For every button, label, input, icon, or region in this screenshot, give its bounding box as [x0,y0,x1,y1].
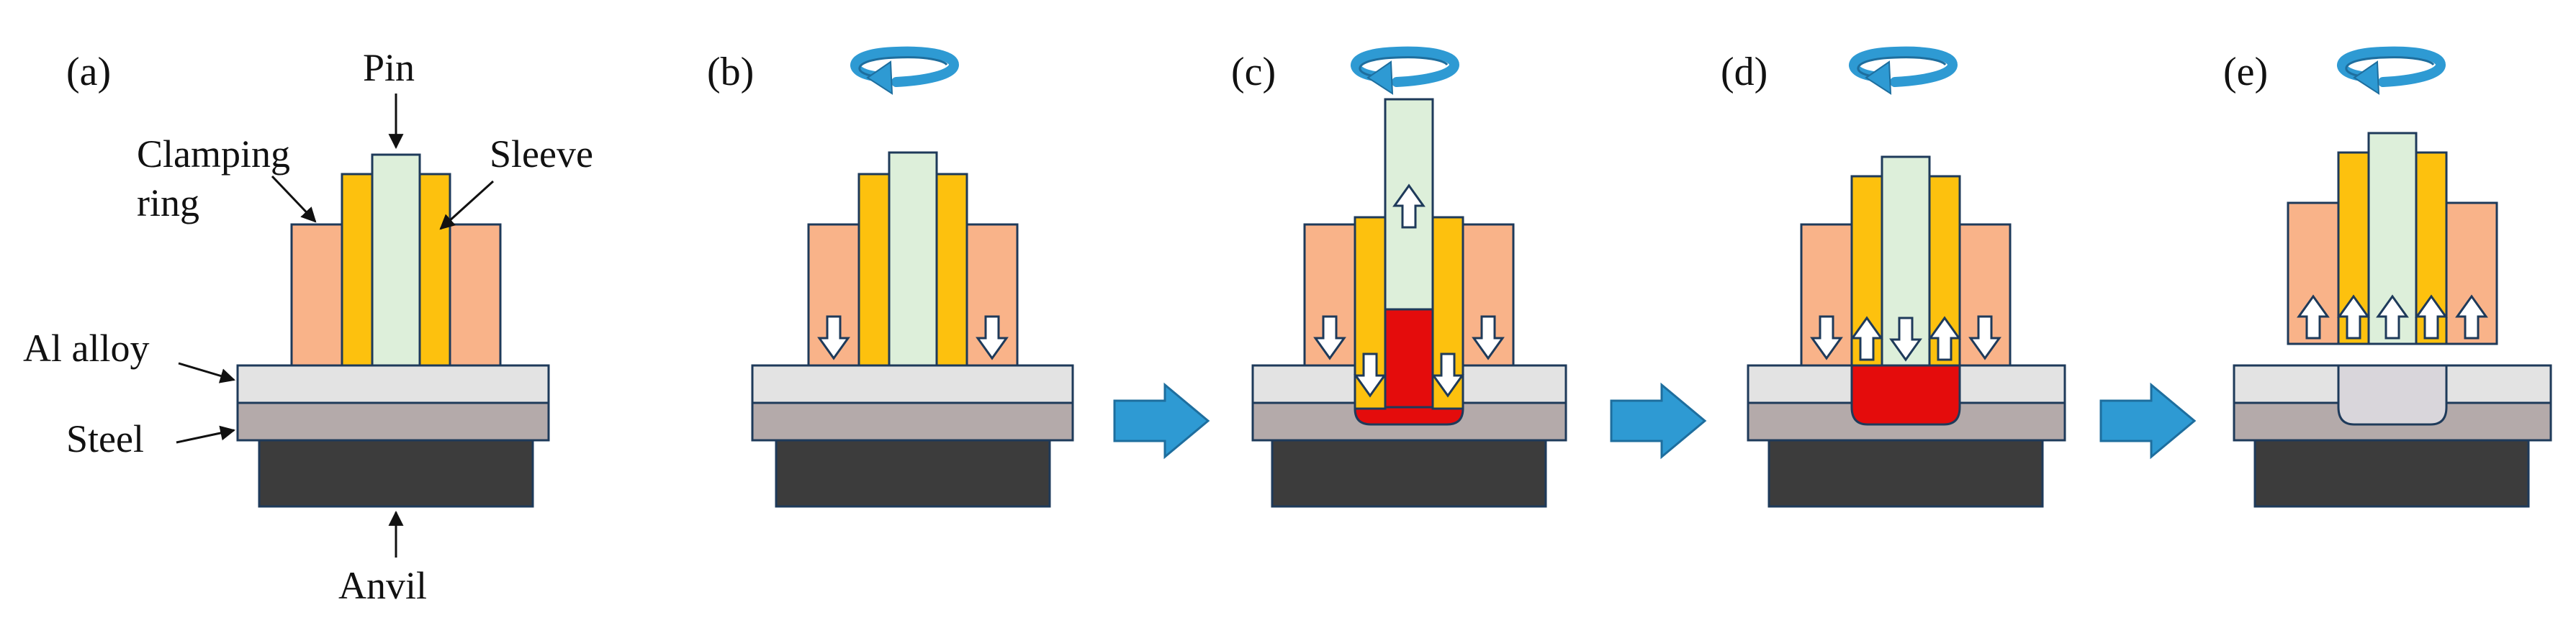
panel-c: (c) [1231,50,1567,508]
steel-leader-arrow [176,425,236,444]
al-alloy-sheet [236,364,550,404]
sleeve-leader-arrow [439,180,495,230]
sleeve-left [341,173,374,367]
stir-zone-core [1384,308,1434,409]
refilled-joint [2337,364,2448,426]
steel-sheet [236,401,550,442]
rotation-arrow-icon [855,52,954,94]
panel-d: (d) [1721,50,2066,508]
rotation-arrow-icon [1854,52,1953,94]
right-arrow-icon [2099,383,2196,458]
sleeve-right [418,173,451,367]
anvil-label: Anvil [338,564,427,607]
al-alloy-sheet [751,364,1074,404]
anvil [2253,439,2530,508]
steel-label: Steel [66,417,144,460]
sleeve-left [857,173,891,367]
panel-label-b: (b) [707,50,754,94]
steel-sheet [751,401,1074,442]
pin-label: Pin [363,46,415,89]
panel-label-c: (c) [1231,50,1276,94]
panel-label-e: (e) [2223,50,2268,94]
anvil [1767,439,2044,508]
clamping-ring-label-line1: Clamping [137,132,290,176]
right-arrow-icon [1610,383,1706,458]
anvil [775,439,1051,508]
anvil [1271,439,1547,508]
stir-zone [1850,364,1961,426]
panel-label-a: (a) [66,50,111,94]
rotation-arrow-icon [2342,52,2441,94]
workpiece-e [2233,364,2552,508]
clamping-ring-left [290,223,343,367]
clamping-ring-label-line2: ring [137,181,199,224]
pin [2367,132,2418,345]
panel-label-d: (d) [1721,50,1767,94]
pin [888,151,938,367]
pin [371,153,421,367]
clamping-ring-leader-arrow [271,175,317,223]
clamping-ring-left [2287,201,2340,345]
al-alloy-leader-arrow [178,362,236,383]
workpiece-b [751,364,1074,508]
sleeve-label: Sleeve [490,132,593,176]
tool-a [290,153,502,367]
sleeve-right [935,173,968,367]
workpiece-a [236,364,550,508]
panel-e: (e) [2223,50,2552,508]
right-arrow-icon [1113,383,1210,458]
callouts-a: Pin Clamping ring Sleeve Al alloy Steel … [23,46,593,607]
anvil [258,439,534,508]
rotation-arrow-icon [1356,52,1454,94]
panel-a: (a) Pin Clamping ring Sleeve Al alloy St… [23,46,593,607]
panel-b: (b) [707,50,1074,508]
al-alloy-label: Al alloy [23,327,149,370]
clamping-ring-right [449,223,502,367]
